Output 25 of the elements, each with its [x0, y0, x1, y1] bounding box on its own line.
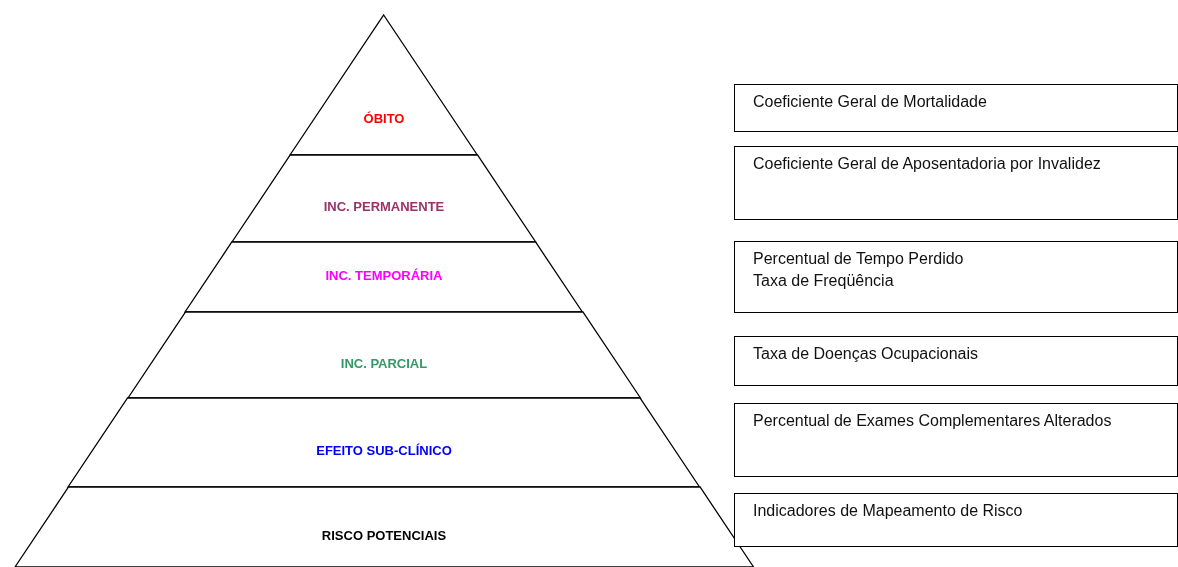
indicator-box [734, 336, 1178, 386]
indicator-box [734, 241, 1178, 313]
pyramid-tier [14, 487, 754, 567]
tier-label: EFEITO SUB-CLÍNICO [316, 443, 452, 458]
pyramid-tier [68, 398, 700, 487]
tier-label: INC. PARCIAL [340, 356, 428, 371]
pyramid-tier [127, 312, 641, 398]
indicator-text: Taxa de Freqüência [753, 271, 895, 291]
indicator-text: Coeficiente Geral de Mortalidade [753, 92, 988, 112]
indicator-text: Indicadores de Mapeamento de Risco [753, 501, 1024, 521]
indicator-text: Coeficiente Geral de Aposentadoria por Invalidez [753, 154, 1102, 174]
pyramid-tier [232, 155, 536, 242]
pyramid-tier [290, 15, 478, 155]
indicator-text: Percentual de Tempo Perdido [753, 249, 965, 269]
indicator-box [734, 146, 1178, 220]
tier-label: RISCO POTENCIAIS [321, 528, 447, 543]
tier-label: ÓBITO [363, 111, 405, 126]
indicator-box [734, 84, 1178, 132]
indicator-box [734, 493, 1178, 547]
indicator-text: Percentual de Exames Complementares Alterados [753, 411, 1113, 431]
indicator-box [734, 403, 1178, 477]
pyramid-tier [185, 242, 583, 312]
indicator-text: Taxa de Doenças Ocupacionais [753, 344, 980, 364]
tier-label: INC. PERMANENTE [323, 199, 445, 214]
tier-label: INC. TEMPORÁRIA [325, 268, 443, 283]
